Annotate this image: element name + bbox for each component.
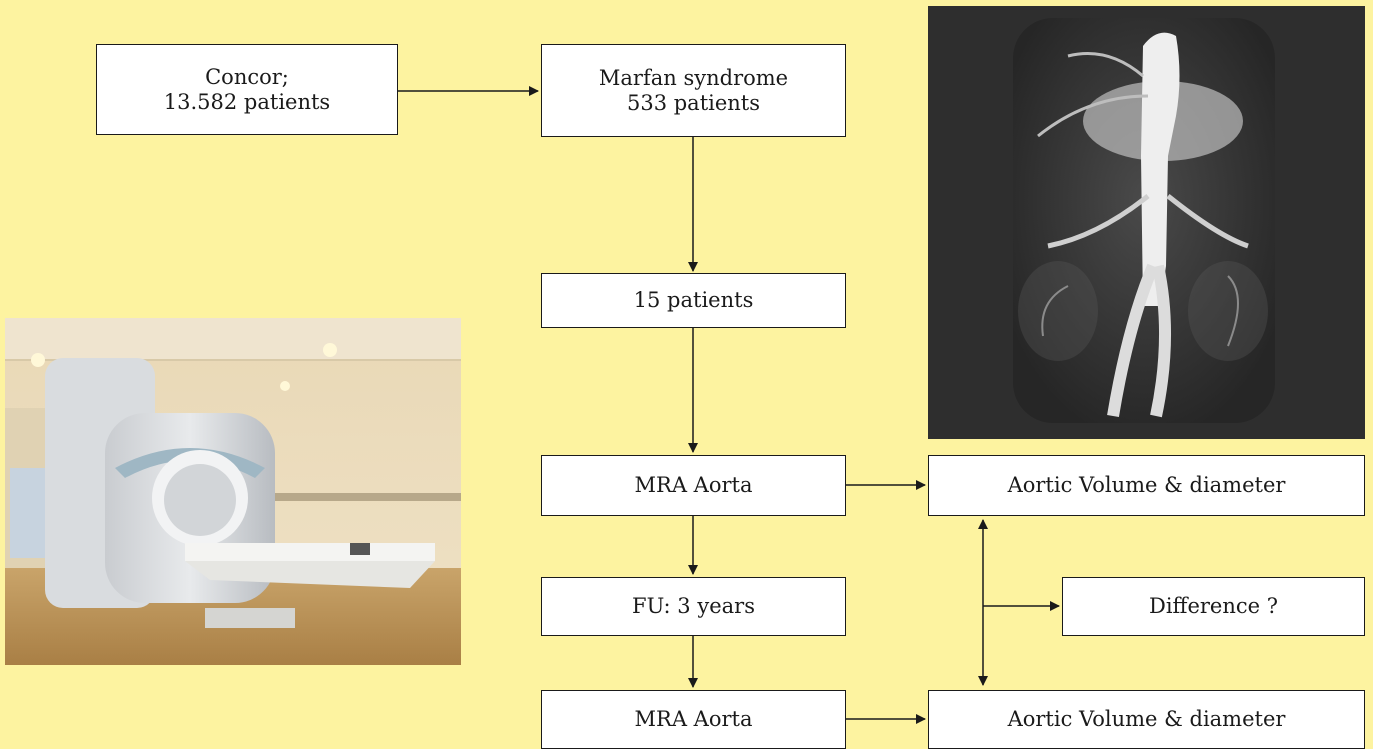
node-marfan-line2: 533 patients [626, 90, 761, 115]
node-concor-line1: Concor; [205, 64, 289, 89]
node-aortic-volume-2: Aortic Volume & diameter [928, 690, 1365, 749]
node-fu-3-years-label: FU: 3 years [632, 594, 755, 618]
node-aortic-volume-2-label: Aortic Volume & diameter [1007, 707, 1286, 731]
node-mra-aorta-1-label: MRA Aorta [634, 473, 753, 497]
node-mra-aorta-1: MRA Aorta [541, 455, 846, 516]
node-aortic-volume-1: Aortic Volume & diameter [928, 455, 1365, 516]
node-difference-label: Difference ? [1148, 594, 1278, 618]
node-concor-line2: 13.582 patients [163, 89, 331, 114]
node-difference: Difference ? [1062, 577, 1365, 636]
node-15-patients: 15 patients [541, 273, 846, 328]
node-fu-3-years: FU: 3 years [541, 577, 846, 636]
node-marfan: Marfan syndrome 533 patients [541, 44, 846, 137]
node-aortic-volume-1-label: Aortic Volume & diameter [1007, 473, 1286, 497]
node-mra-aorta-2: MRA Aorta [541, 690, 846, 749]
node-mra-aorta-2-label: MRA Aorta [634, 707, 753, 731]
mri-scanner-photo [5, 318, 461, 665]
angiogram-image [928, 6, 1365, 439]
node-concor: Concor; 13.582 patients [96, 44, 398, 135]
node-15-patients-label: 15 patients [633, 288, 754, 312]
node-marfan-line1: Marfan syndrome [598, 65, 789, 90]
